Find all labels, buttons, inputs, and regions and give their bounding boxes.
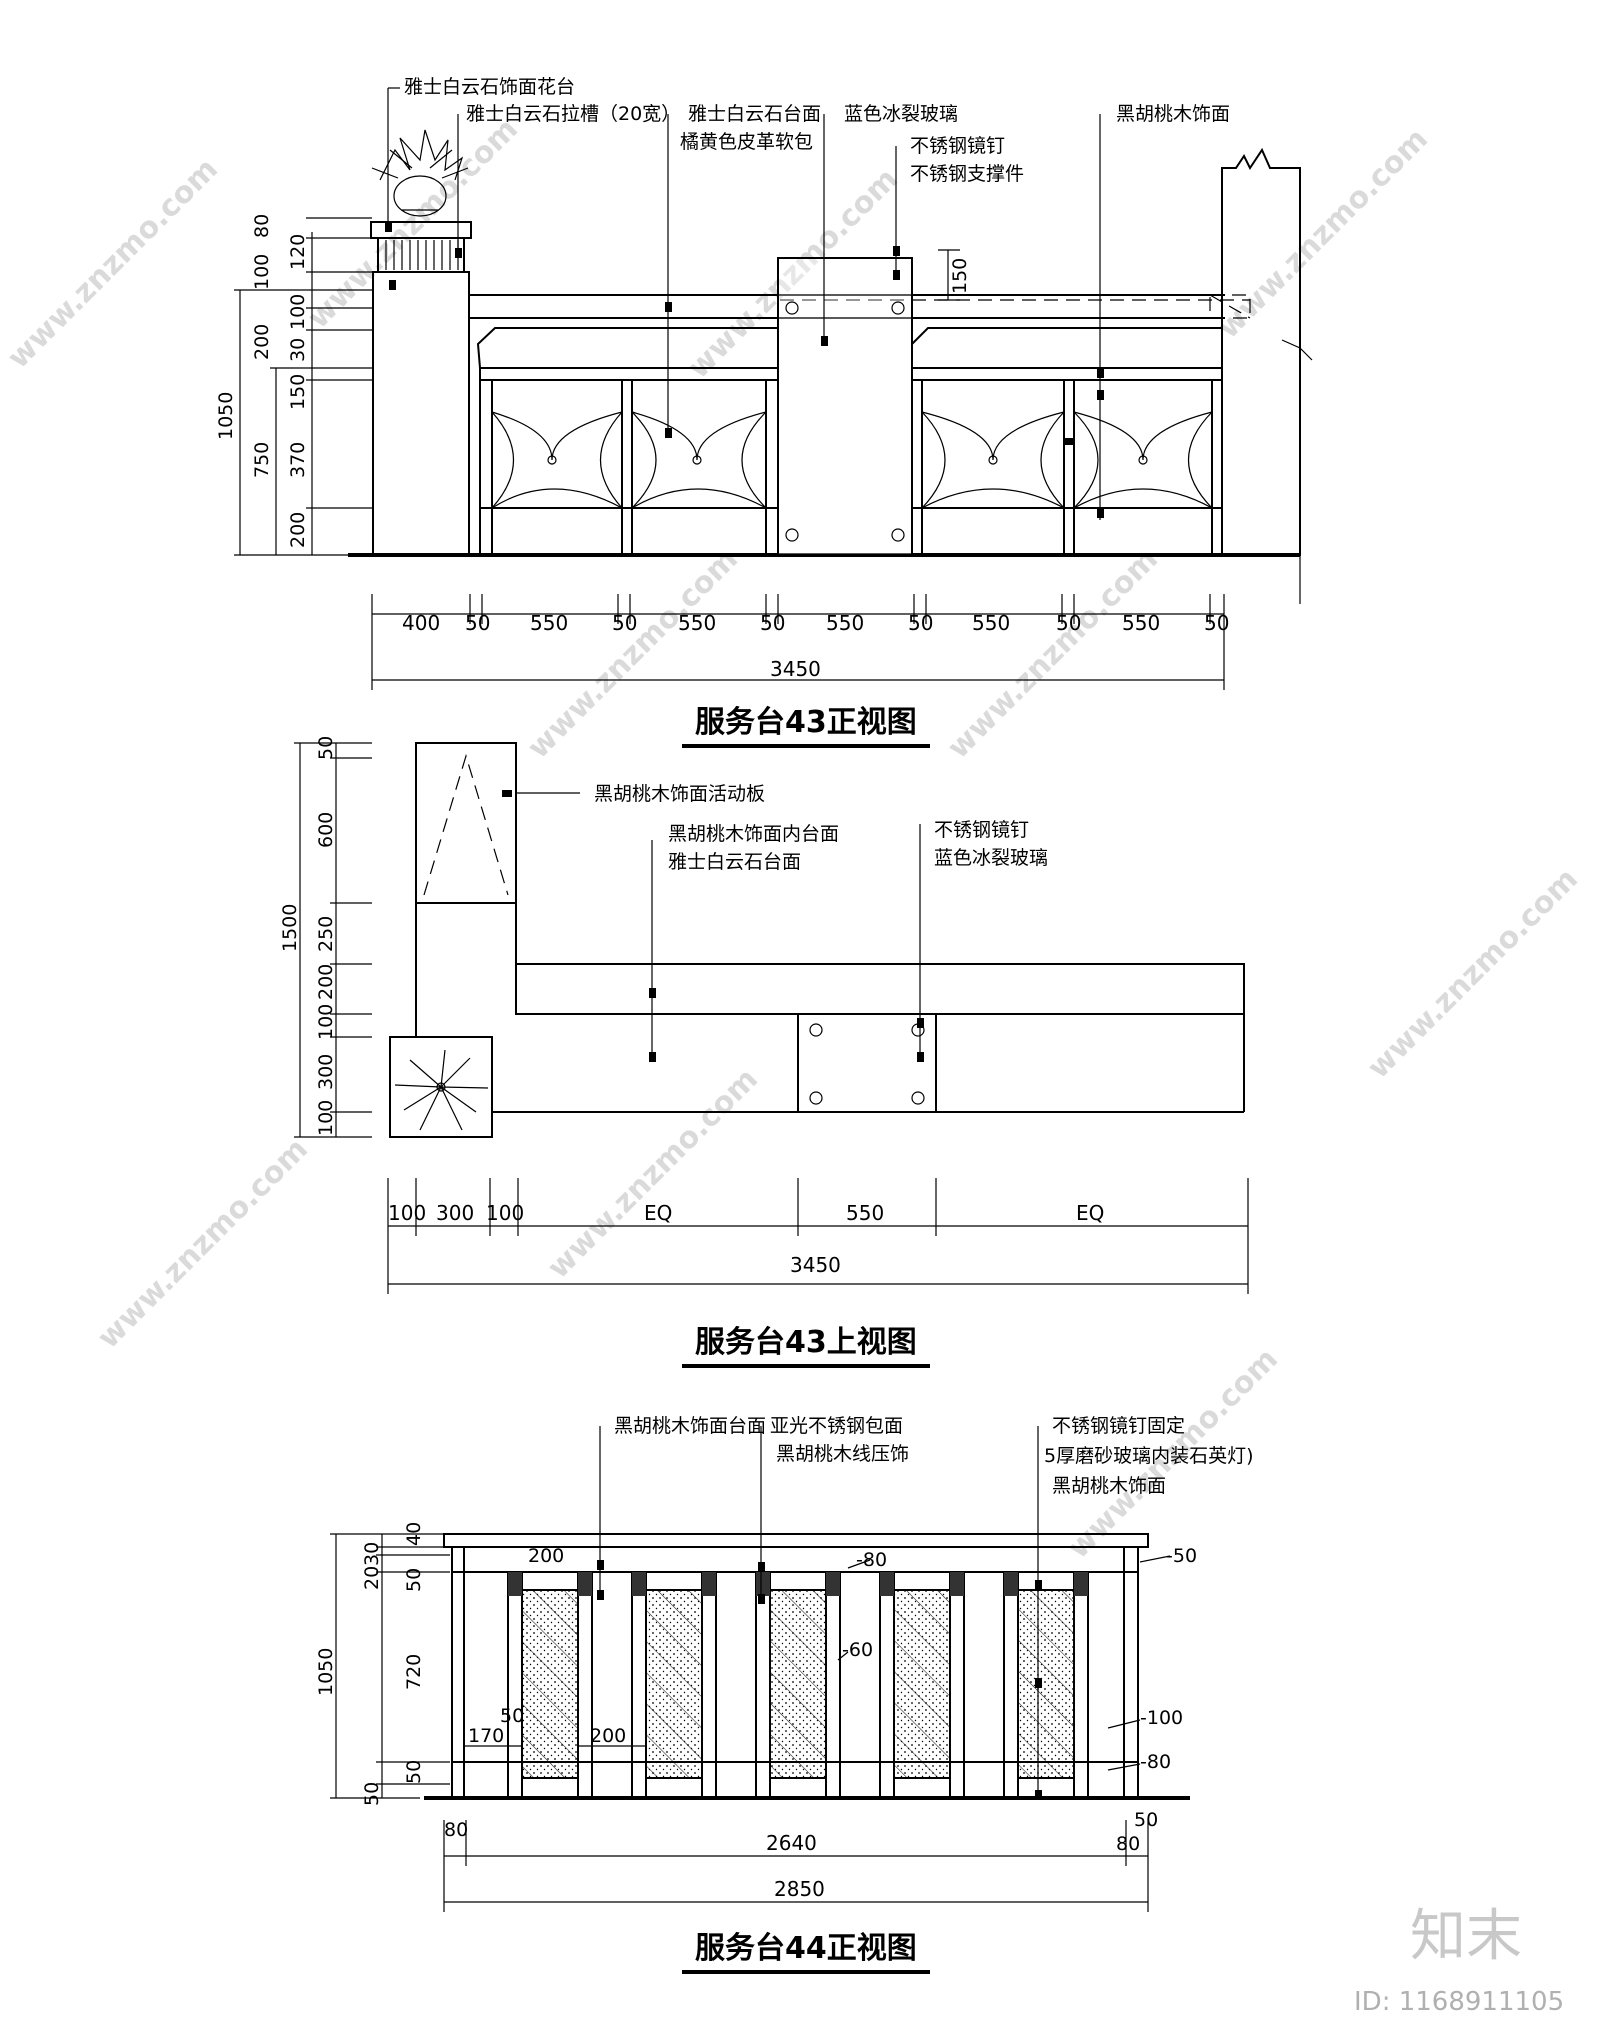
dim-bottom: 550 (1122, 611, 1160, 635)
dim-50: 50 (315, 736, 337, 760)
view44-front-title: 服务台44正视图 (695, 1931, 917, 1966)
dim-total: 3450 (790, 1253, 841, 1277)
watermark-site: www.znzmo.com (1361, 862, 1585, 1086)
view43-top-plan: 黑胡桃木饰面活动板 黑胡桃木饰面内台面 雅士白云石台面 不锈钢镜钉 蓝色冰裂玻璃… (279, 736, 1249, 1368)
label-marble-top: 雅士白云石台面 (688, 103, 821, 125)
dim-bottom: EQ (1076, 1201, 1104, 1225)
callout-minus-80: -80 (1140, 1751, 1171, 1773)
dim-total: 3450 (770, 657, 821, 681)
dim-bottom: 550 (826, 611, 864, 635)
dim-bottom: 550 (530, 611, 568, 635)
dim-bottom: 550 (678, 611, 716, 635)
dim-200: 200 (315, 964, 337, 1000)
label-frosted-glass: 5厚磨砂玻璃内装石英灯) (1044, 1445, 1254, 1467)
dim-2850: 2850 (774, 1877, 825, 1901)
dim-100: 100 (315, 1100, 337, 1136)
dim-50: 50 (361, 1782, 383, 1806)
label-marble-groove: 雅士白云石拉槽（20宽） (466, 103, 680, 125)
dim-100: 100 (251, 254, 273, 290)
label-walnut-face: 黑胡桃木饰面 (1052, 1475, 1166, 1497)
dim-bottom: 400 (402, 611, 440, 635)
label-steel-nail: 不锈钢镜钉 (910, 135, 1005, 157)
dim-80-left: 80 (444, 1819, 468, 1841)
dim-250: 250 (315, 916, 337, 952)
plant-icon (394, 1049, 489, 1131)
view43-front-title: 服务台43正视图 (695, 705, 917, 740)
watermark-site: www.znzmo.com (941, 542, 1165, 766)
dim-20: 20 (361, 1566, 383, 1590)
dim-300: 300 (315, 1054, 337, 1090)
dim-80: 80 (251, 214, 273, 238)
label-walnut-trim: 黑胡桃木线压饰 (776, 1443, 909, 1465)
watermark-site: www.znzmo.com (301, 112, 525, 336)
label-leather-panel: 橘黄色皮革软包 (680, 131, 813, 153)
dim-720: 720 (403, 1654, 425, 1690)
dim-750: 750 (251, 442, 273, 478)
id-label: ID: 1168911105 (1354, 1987, 1564, 2017)
dim-120: 120 (287, 234, 309, 270)
brand-watermark: 知末 (1410, 1904, 1522, 1969)
dim-40: 40 (403, 1522, 425, 1546)
dim-1500: 1500 (279, 904, 301, 952)
label-blue-glass: 蓝色冰裂玻璃 (934, 847, 1048, 869)
dim-bottom: 550 (972, 611, 1010, 635)
label-matte-steel: 亚光不锈钢包面 (770, 1415, 903, 1437)
callout-minus-100: -100 (1140, 1707, 1183, 1729)
dim-bottom: EQ (644, 1201, 672, 1225)
callout-minus-60: -60 (842, 1639, 873, 1661)
view43-front-elevation: 雅士白云石饰面花台 雅士白云石拉槽（20宽） 雅士白云石台面 橘黄色皮革软包 蓝… (215, 76, 1313, 748)
dim-bottom: 50 (1204, 611, 1229, 635)
dim-bottom: 550 (846, 1201, 884, 1225)
dim-1050: 1050 (315, 1648, 337, 1696)
label-walnut-movable-panel: 黑胡桃木饰面活动板 (594, 783, 765, 805)
dim-370: 370 (287, 442, 309, 478)
dim-30: 30 (287, 338, 309, 362)
dim-bottom: 50 (908, 611, 933, 635)
callout-minus-50: -50 (1166, 1545, 1197, 1567)
dim-30: 30 (361, 1542, 383, 1566)
label-steel-support: 不锈钢支撑件 (910, 163, 1024, 185)
callout-minus-80: -80 (856, 1549, 887, 1571)
label-blue-glass: 蓝色冰裂玻璃 (844, 103, 958, 125)
watermark-site: www.znzmo.com (541, 1062, 765, 1286)
dim-50: 50 (500, 1705, 524, 1727)
view43-top-title: 服务台43上视图 (695, 1325, 917, 1360)
dim-bottom: 100 (388, 1201, 426, 1225)
dim-bottom: 50 (760, 611, 785, 635)
label-marble-top: 雅士白云石台面 (668, 851, 801, 873)
dim-100: 100 (315, 1004, 337, 1040)
dim-170: 170 (468, 1725, 504, 1747)
label-walnut-face: 黑胡桃木饰面 (1116, 103, 1230, 125)
label-steel-nail: 不锈钢镜钉 (934, 819, 1029, 841)
dim-1050: 1050 (215, 392, 237, 440)
dim-600: 600 (315, 812, 337, 848)
label-marble-planter: 雅士白云石饰面花台 (404, 76, 575, 98)
dim-bottom: 50 (612, 611, 637, 635)
watermark-site: www.znzmo.com (1, 152, 225, 376)
dim-50-right: 50 (1134, 1809, 1158, 1831)
dim-200: 200 (287, 512, 309, 548)
dim-200: 200 (528, 1545, 564, 1567)
dim-bottom: 50 (1056, 611, 1081, 635)
dim-50: 50 (403, 1568, 425, 1592)
dim-bottom: 50 (465, 611, 490, 635)
label-walnut-inner-top: 黑胡桃木饰面内台面 (668, 823, 839, 845)
dim-bottom: 100 (486, 1201, 524, 1225)
dim-200: 200 (590, 1725, 626, 1747)
dim-100: 100 (287, 294, 309, 330)
dim-150: 150 (287, 374, 309, 410)
plant-icon (371, 129, 469, 217)
dim-2640: 2640 (766, 1831, 817, 1855)
watermark-site: www.znzmo.com (91, 1132, 315, 1356)
dim-50: 50 (403, 1760, 425, 1784)
label-steel-nail-fix: 不锈钢镜钉固定 (1052, 1415, 1185, 1437)
view44-front-elevation: 黑胡桃木饰面台面 亚光不锈钢包面 黑胡桃木线压饰 不锈钢镜钉固定 5厚磨砂玻璃内… (315, 1415, 1254, 1974)
dim-80-right: 80 (1116, 1833, 1140, 1855)
dim-bottom: 300 (436, 1201, 474, 1225)
dim-150-glass: 150 (949, 258, 971, 294)
glass-panels (507, 1571, 1089, 1798)
label-walnut-top: 黑胡桃木饰面台面 (614, 1415, 766, 1437)
dim-200: 200 (251, 324, 273, 360)
